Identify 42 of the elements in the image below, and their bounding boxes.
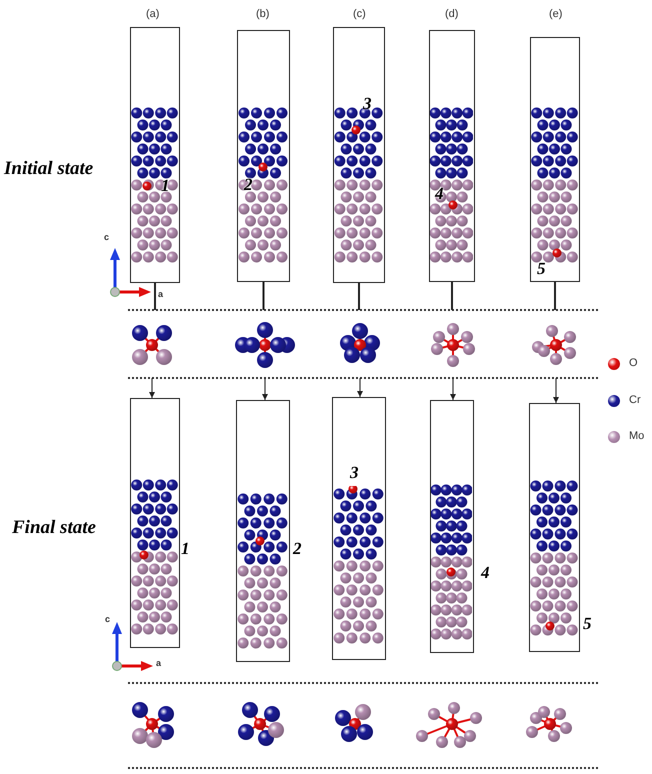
site-number: 1 [181,540,190,557]
supercell-box [333,27,385,283]
supercell-box [529,403,580,652]
arrow [553,378,559,404]
state-heading: Initial state [4,158,94,180]
panel-label: (b) [256,8,270,20]
site-number: 5 [537,260,546,277]
supercell-box [530,37,580,282]
connector-line [154,283,156,310]
axis-label: c [105,614,110,624]
site-number: 4 [435,185,444,202]
connector-line [262,282,264,310]
connector-line [451,282,453,310]
panel-label: (c) [353,8,366,20]
site-number: 2 [293,540,302,557]
supercell-box [429,30,475,282]
supercell-box [237,30,290,282]
supercell-box [130,27,180,283]
site-number: 4 [481,564,490,581]
axis-label: a [158,289,164,299]
state-heading: Final state [12,517,96,539]
site-number: 3 [363,95,372,112]
arrow [262,378,268,400]
connector-line [358,283,360,310]
site-number: 3 [350,464,358,481]
arrow [450,378,456,400]
axis-label: a [156,658,162,668]
supercell-box [332,397,386,660]
arrow [357,378,363,398]
site-number: 5 [583,615,592,632]
supercell-box [430,400,474,653]
arrow [149,378,155,398]
panel-label: (a) [146,8,160,20]
supercell-box [236,400,290,662]
legend-label: Mo [629,430,644,442]
legend-label: O [629,357,638,369]
panel-label: (d) [445,8,458,20]
supercell-box [130,398,180,648]
axis-label: c [104,232,110,242]
panel-label: (e) [549,8,562,20]
connector-line [554,282,556,310]
legend-label: Cr [629,394,641,406]
